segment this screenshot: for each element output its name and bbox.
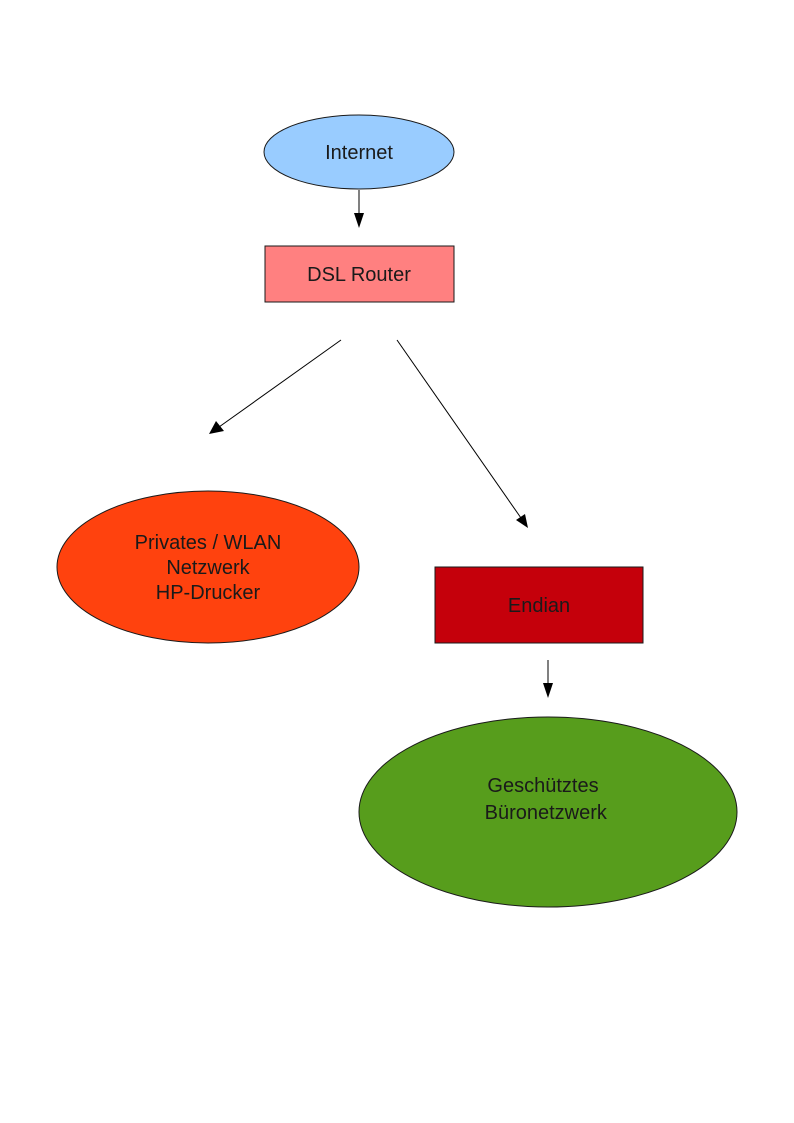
protected-office-label-line2: Büronetzwerk (479, 802, 608, 824)
edge-endian-to-protected-office (543, 660, 553, 698)
protected-office-label-line1: Geschütztes (487, 775, 598, 797)
node-private-wlan: Privates / WLAN Netzwerk HP-Drucker (56, 490, 360, 644)
node-protected-office: Geschütztes Büronetzwerk (358, 716, 738, 908)
protected-office-ellipse (358, 716, 738, 908)
node-internet: Internet (263, 114, 455, 190)
edge-dsl-router-to-endian (396, 339, 528, 528)
private-wlan-ellipse (56, 490, 360, 644)
internet-label: Internet (325, 142, 393, 164)
edge-dsl-router-to-private-wlan (209, 339, 342, 434)
node-dsl-router: DSL Router (264, 245, 455, 303)
internet-ellipse (263, 114, 455, 190)
dsl-router-box (264, 245, 455, 303)
dsl-router-label: DSL Router (307, 264, 411, 286)
edge-internet-to-dsl-router (354, 190, 364, 228)
endian-box (434, 566, 644, 644)
private-wlan-label-line3: HP-Drucker (156, 582, 261, 604)
endian-label: Endian (508, 595, 570, 617)
private-wlan-label-line1: Privates / WLAN (135, 532, 282, 554)
node-endian: Endian (434, 566, 644, 644)
private-wlan-label-line2: Netzwerk (166, 557, 250, 579)
